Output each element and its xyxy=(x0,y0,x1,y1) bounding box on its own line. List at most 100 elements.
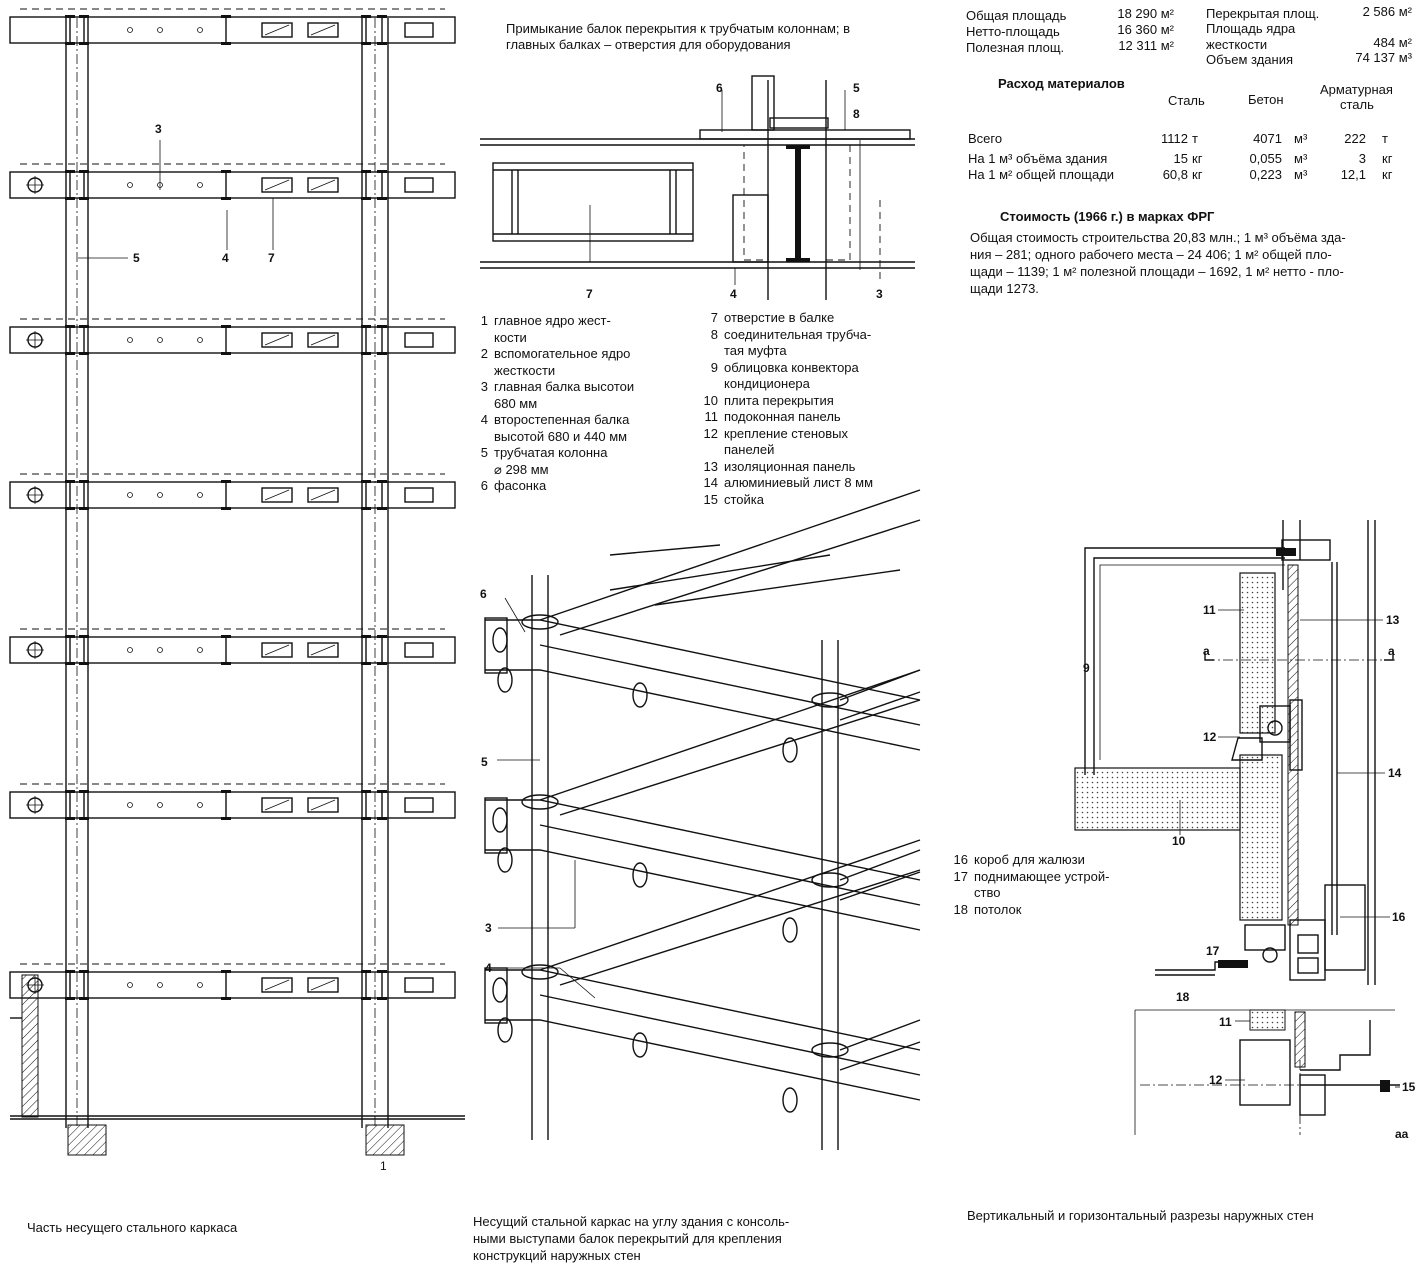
gross-area-value: 18 290 м² xyxy=(1117,6,1174,21)
col-steel: Сталь xyxy=(1168,93,1205,108)
legend_a-text-3-0: второстепенная балка xyxy=(494,412,630,427)
callout-4-detail: 4 xyxy=(730,287,737,301)
connection-caption-line-2: главных балках – отверстия для оборудова… xyxy=(506,37,791,52)
legend_a-text-4-0: трубчатая колонна xyxy=(494,445,608,460)
callout-17: 17 xyxy=(1206,944,1220,958)
legend_b-text-5-1: панелей xyxy=(724,442,775,457)
legend_a-text-3-1: высотой 680 и 440 мм xyxy=(494,428,628,444)
callout-15: 15 xyxy=(1402,1080,1416,1094)
covered-area-label: Перекрытая площ. xyxy=(1206,6,1320,21)
callout-leaders xyxy=(78,140,1400,1088)
legend_c-num-1: 17 xyxy=(953,868,968,884)
legend_a-text-0-1: кости xyxy=(494,329,527,345)
materials-row-1-ru: кг xyxy=(1382,151,1393,166)
callout-6-detail: 6 xyxy=(716,81,723,95)
callout-11: 11 xyxy=(1203,603,1216,617)
legend_b-text-3-0: плита перекрытия xyxy=(724,392,834,408)
callout-4-iso: 4 xyxy=(485,961,492,975)
materials-row-1-cu: м³ xyxy=(1294,151,1308,166)
legend_b-text-6-0: изоляционная панель xyxy=(724,458,856,474)
legend_b-text-5-0: крепление стеновых xyxy=(724,425,848,441)
core-area-label-2: жесткости xyxy=(1206,37,1268,52)
legend_b-num-5: 12 xyxy=(703,425,718,441)
callout-12: 12 xyxy=(1203,730,1217,744)
legend_b-text-7-0: алюминиевый лист 8 мм xyxy=(724,475,874,490)
callout-3-iso: 3 xyxy=(485,921,492,935)
callout-12-hsec: 12 xyxy=(1209,1073,1223,1087)
net-area-value: 16 360 м² xyxy=(1117,22,1174,37)
iso-caption-line-2: ными выступами балок перекрытий для креп… xyxy=(473,1231,782,1246)
isometric-corner-frame xyxy=(484,489,921,1150)
callout-7-detail: 7 xyxy=(586,287,593,301)
legend_b-num-2: 9 xyxy=(710,359,718,375)
useful-area-label: Полезная площ. xyxy=(966,40,1065,55)
legend_b-text-0-0: отверстие в балке xyxy=(724,310,835,325)
callout-1: 1 xyxy=(380,1159,387,1173)
materials-row-1-su: кг xyxy=(1192,151,1203,166)
section-mark-a-right: а xyxy=(1388,644,1395,658)
materials-row-0-rebar: 222 xyxy=(1344,131,1366,146)
net-area-label: Нетто-площадь xyxy=(966,24,1060,39)
materials-title: Расход материалов xyxy=(998,76,1125,91)
legend_a-text-2-0: главная балка высотои xyxy=(494,379,635,394)
section-caption: Вертикальный и горизонтальный разрезы на… xyxy=(967,1208,1314,1223)
col-rebar-2: сталь xyxy=(1340,97,1374,112)
legend_b-text-2-1: кондиционера xyxy=(724,376,810,391)
legend_b-num-7: 14 xyxy=(703,475,718,490)
callout-4: 4 xyxy=(222,251,229,265)
legend_b-num-8: 15 xyxy=(703,491,718,507)
legend_a-text-2-1: 680 мм xyxy=(494,395,538,411)
section-mark-aa: аа xyxy=(1395,1127,1409,1141)
legend_b-text-1-1: тая муфта xyxy=(724,343,787,358)
materials-row-2-su: кг xyxy=(1192,167,1203,182)
callout-5-detail: 5 xyxy=(853,81,860,95)
useful-area-value: 12 311 м² xyxy=(1118,38,1174,53)
gross-area-label: Общая площадь xyxy=(966,8,1067,23)
materials-row-1-rebar: 3 xyxy=(1358,151,1366,166)
legend_b-text-8-0: стойка xyxy=(724,491,765,507)
steel-frame-elevation xyxy=(9,8,465,1156)
legend_a-num-0: 1 xyxy=(480,313,488,328)
materials-row-2-label: На 1 м² общей площади xyxy=(968,167,1115,182)
volume-label: Объем здания xyxy=(1206,52,1294,67)
core-area-value: 484 м² xyxy=(1373,35,1412,50)
legend_c-text-1-1: ство xyxy=(974,885,1001,900)
callout-7: 7 xyxy=(268,251,275,265)
legend_a-num-5: 6 xyxy=(480,478,488,493)
materials-row-0-ru: т xyxy=(1382,131,1388,146)
section-mark-a-left: а xyxy=(1203,644,1210,658)
materials-row-0-cu: м³ xyxy=(1294,131,1308,146)
iso-caption-line-1: Несущий стальной каркас на углу здания с… xyxy=(473,1214,790,1229)
materials-row-2-concrete: 0,223 xyxy=(1249,167,1282,182)
cost-line-4: щади 1273. xyxy=(970,281,1039,296)
callout-6-iso: 6 xyxy=(480,587,487,601)
materials-row-2-steel: 60,8 xyxy=(1162,167,1188,182)
callout-13: 13 xyxy=(1386,613,1400,627)
legend_c-text-1-0: поднимающее устрой- xyxy=(974,868,1110,884)
legend_b-num-4: 11 xyxy=(704,409,719,424)
cost-line-2: ния – 281; одного рабочего места – 24 40… xyxy=(970,247,1332,262)
legend_b-num-0: 7 xyxy=(710,310,718,325)
callout-3: 3 xyxy=(155,122,162,136)
cost-title: Стоимость (1966 г.) в марках ФРГ xyxy=(1000,209,1215,224)
legend_a-num-2: 3 xyxy=(480,379,488,394)
legend_a-text-0-0: главное ядро жест- xyxy=(494,313,611,328)
covered-area-value: 2 586 м² xyxy=(1362,4,1412,19)
callout-18: 18 xyxy=(1176,990,1190,1004)
legend_a-num-3: 4 xyxy=(480,412,488,427)
callout-5-iso: 5 xyxy=(481,755,488,769)
legend_a-num-4: 5 xyxy=(480,445,488,460)
materials-row-2-rebar: 12,1 xyxy=(1340,167,1366,182)
cost-line-3: щади – 1139; 1 м² полезной площади – 169… xyxy=(970,264,1344,279)
volume-value: 74 137 м³ xyxy=(1355,50,1412,65)
col-rebar-1: Арматурная xyxy=(1320,82,1393,97)
legend_a-text-5-0: фасонка xyxy=(494,478,547,493)
callout-11-hsec: 11 xyxy=(1219,1015,1232,1029)
materials-row-1-label: На 1 м³ объёма здания xyxy=(968,151,1108,166)
callout-10: 10 xyxy=(1172,834,1186,848)
materials-row-1-steel: 15 xyxy=(1173,151,1188,166)
legend_b-num-1: 8 xyxy=(710,326,718,342)
iso-caption-line-3: конструкций наружных стен xyxy=(473,1248,641,1263)
legend_b-text-1-0: соединительная трубча- xyxy=(724,326,872,342)
